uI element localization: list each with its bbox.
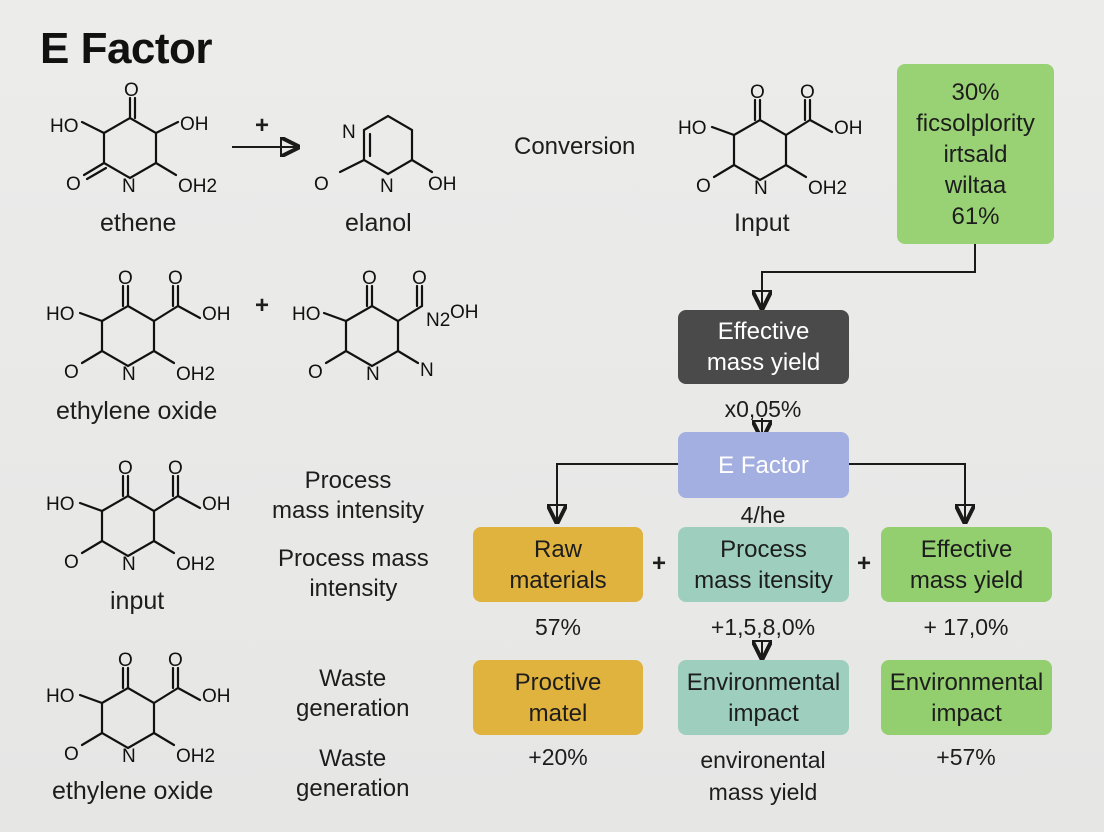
svg-text:HO: HO — [678, 118, 707, 139]
svg-text:O: O — [118, 650, 133, 671]
effective-mass-yield-box-2: Effective mass yield — [881, 527, 1052, 602]
molecule-ethylene-oxide-2: O HO O OH O N OH2 — [46, 650, 231, 767]
svg-text:N: N — [122, 746, 136, 767]
svg-text:OH: OH — [428, 174, 457, 195]
e-factor-box: E Factor — [678, 432, 849, 498]
molecule-label-ethylene-oxide-2: ethylene oxide — [52, 777, 214, 805]
svg-text:O: O — [66, 174, 81, 195]
svg-text:O: O — [64, 552, 79, 573]
label-waste-generation-2: Waste generation — [296, 745, 410, 802]
svg-text:OH: OH — [202, 304, 231, 325]
label-waste-generation-1: Waste generation — [296, 665, 410, 722]
molecule-label-elanol: elanol — [345, 209, 412, 237]
green-summary-box: 30% ficsolplority irtsald wiltaa 61% — [897, 64, 1054, 244]
molecule-input-right: O HO O OH O N OH2 — [678, 82, 863, 199]
svg-text:N: N — [122, 364, 136, 385]
molecule-label-ethene: ethene — [100, 209, 177, 237]
svg-text:O: O — [64, 362, 79, 383]
proctive-matel-box: Proctive matel — [473, 660, 643, 735]
label-conversion: Conversion — [514, 133, 636, 160]
svg-text:OH: OH — [450, 302, 479, 323]
svg-text:O: O — [412, 268, 427, 289]
process-mass-intensity-box: Process mass itensity — [678, 527, 849, 602]
svg-text:N2: N2 — [426, 310, 450, 331]
svg-text:N: N — [122, 176, 136, 197]
effective-mass-yield-value: x0,05% — [724, 396, 802, 422]
svg-text:O: O — [308, 362, 323, 383]
svg-text:HO: HO — [50, 116, 79, 137]
svg-text:OH2: OH2 — [176, 746, 215, 767]
plus-sign: + — [652, 550, 667, 577]
connector-efactor-right — [848, 463, 965, 520]
svg-text:O: O — [696, 176, 711, 197]
plus-sign: + — [255, 292, 270, 319]
svg-text:HO: HO — [292, 304, 321, 325]
label-process-mass-intensity-1: Process mass intensity — [272, 467, 425, 524]
label-process-mass-intensity-2: Process mass intensity — [278, 545, 429, 602]
molecule-elanol: N O N OH — [314, 114, 457, 197]
environmental-impact-box-2: Environmental impact — [881, 660, 1052, 735]
svg-text:O: O — [314, 174, 329, 195]
e-factor-sublabel: 4/he — [740, 502, 786, 528]
molecule-input: O HO O OH O N OH2 — [46, 458, 231, 575]
raw-materials-value: 57% — [534, 614, 582, 640]
process-mass-intensity-value: +1,5,8,0% — [710, 614, 816, 640]
plus-sign: + — [255, 112, 270, 139]
molecule-label-input-right: Input — [734, 209, 790, 237]
svg-text:OH2: OH2 — [178, 176, 217, 197]
svg-text:OH: OH — [180, 114, 209, 135]
plus-sign: + — [857, 550, 872, 577]
svg-text:OH2: OH2 — [176, 554, 215, 575]
svg-text:N: N — [366, 364, 380, 385]
molecule-ethylene-oxide: O HO O OH O N OH2 — [46, 268, 231, 385]
connector-efactor-left — [557, 463, 678, 520]
molecule-amide: HO O O N2 OH O N N — [292, 268, 479, 385]
svg-text:N: N — [122, 554, 136, 575]
connector-green-to-effective — [762, 242, 976, 306]
page-title: E Factor — [40, 24, 213, 73]
svg-text:N: N — [380, 176, 394, 197]
svg-text:N: N — [342, 122, 356, 143]
molecule-label-input: input — [110, 587, 165, 615]
environmental-impact-box-1: Environmental impact — [678, 660, 849, 735]
environmental-impact-value-1: environental mass yield — [700, 747, 826, 805]
svg-text:O: O — [64, 744, 79, 765]
environmental-impact-value-2: +57% — [936, 744, 996, 770]
svg-text:O: O — [750, 82, 765, 103]
svg-text:O: O — [168, 268, 183, 289]
raw-materials-box: Raw materials — [473, 527, 643, 602]
svg-text:O: O — [168, 650, 183, 671]
svg-text:OH2: OH2 — [176, 364, 215, 385]
svg-text:O: O — [800, 82, 815, 103]
svg-text:O: O — [124, 80, 139, 101]
svg-text:HO: HO — [46, 304, 75, 325]
proctive-matel-value: +20% — [528, 744, 588, 770]
molecule-ethene: O HO OH O N OH2 — [50, 80, 217, 197]
svg-text:N: N — [754, 178, 768, 199]
svg-text:HO: HO — [46, 686, 75, 707]
svg-text:HO: HO — [46, 494, 75, 515]
svg-text:OH: OH — [202, 494, 231, 515]
svg-text:OH2: OH2 — [808, 178, 847, 199]
svg-text:OH: OH — [834, 118, 863, 139]
svg-text:O: O — [118, 458, 133, 479]
svg-text:O: O — [362, 268, 377, 289]
effective-mass-yield-value-2: + 17,0% — [923, 614, 1009, 640]
svg-text:N: N — [420, 360, 434, 381]
effective-mass-yield-box: Effective mass yield — [678, 310, 849, 384]
svg-text:O: O — [118, 268, 133, 289]
molecule-label-ethylene-oxide: ethylene oxide — [56, 397, 218, 425]
svg-text:O: O — [168, 458, 183, 479]
svg-text:OH: OH — [202, 686, 231, 707]
